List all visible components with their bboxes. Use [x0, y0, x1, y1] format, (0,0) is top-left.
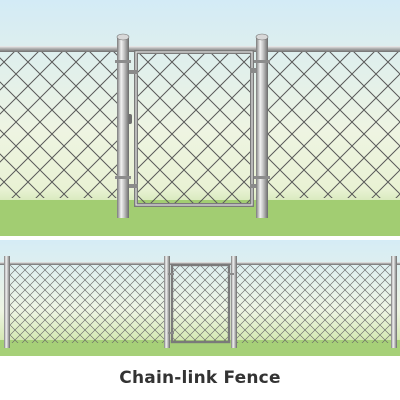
gate-frame-highlight [135, 51, 253, 206]
caption-area: Chain-link Fence [0, 356, 400, 400]
top-rail [0, 46, 400, 52]
hinge-icon [126, 70, 138, 74]
wide-fence-scene [0, 240, 400, 356]
close-up-fence-scene [0, 0, 400, 236]
hinge-icon [126, 184, 138, 188]
left-mesh-panel [0, 52, 120, 198]
right-mesh-panel [266, 52, 400, 198]
latch-icon[interactable] [228, 273, 234, 275]
post-clamp [115, 60, 131, 63]
top-rail [0, 262, 400, 265]
post-clamp [254, 60, 270, 63]
right-mesh-panel [236, 265, 392, 343]
left-mesh-panel [6, 265, 164, 343]
left-fence-post [116, 33, 130, 218]
gate-mesh [137, 52, 251, 204]
hinge-icon [168, 332, 174, 334]
post-clamp [254, 176, 270, 179]
caption-title: Chain-link Fence [119, 368, 281, 388]
fence-post [164, 256, 170, 348]
gate[interactable] [170, 263, 231, 344]
fence-post [231, 256, 237, 348]
hinge-icon [168, 273, 174, 275]
gate[interactable] [134, 50, 254, 207]
right-fence-post [255, 33, 269, 218]
post-clamp [115, 176, 131, 179]
fence-post [4, 256, 10, 348]
gate-frame [170, 263, 231, 344]
fence-post [391, 256, 397, 348]
grass-ground [0, 340, 400, 356]
gate-mesh [173, 265, 228, 341]
